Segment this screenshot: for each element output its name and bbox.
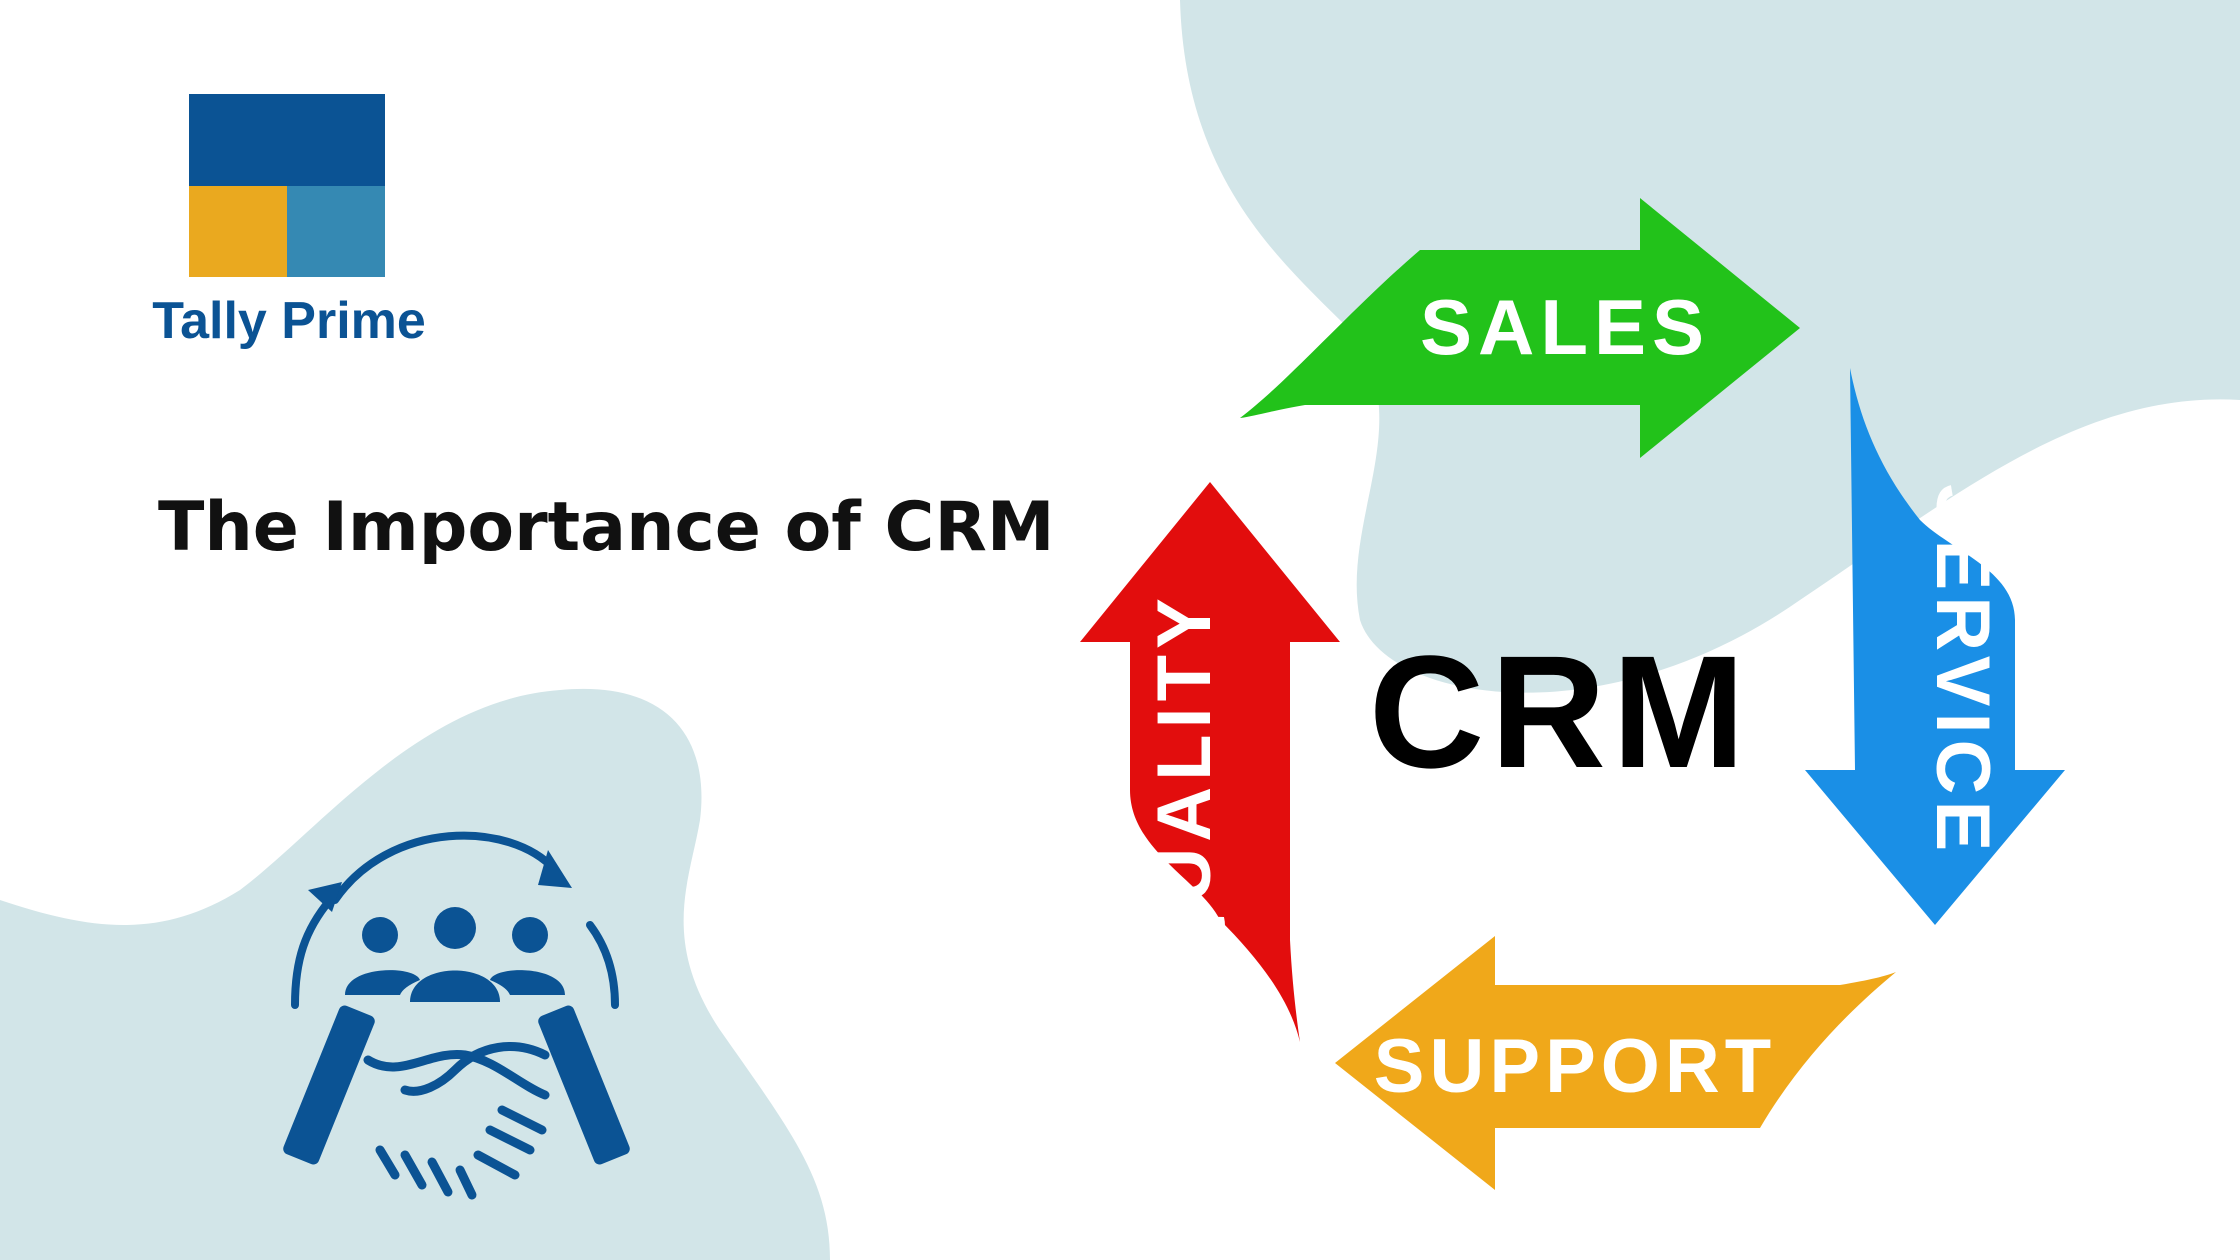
quality-arrow-shape	[1080, 482, 1340, 1042]
quality-label: QUALITY	[1142, 592, 1227, 968]
service-arrow: SERVICE	[1805, 368, 2065, 925]
person-center-body	[410, 970, 500, 1002]
person-left-body	[345, 970, 420, 995]
finger-3	[427, 1157, 453, 1197]
sales-arrow: SALES	[1240, 198, 1800, 458]
finger-right-1	[485, 1125, 535, 1155]
bottom-left-blob	[0, 688, 830, 1260]
person-right-body	[490, 970, 565, 995]
person-left-head	[362, 917, 398, 953]
arrow-head-right	[538, 850, 572, 888]
support-arrow: SUPPORT	[1335, 936, 1896, 1190]
brand-name: Tally Prime	[152, 292, 426, 350]
top-arc	[331, 831, 559, 904]
tally-prime-logo: Tally Prime	[152, 94, 441, 354]
person-center-head	[434, 907, 476, 949]
finger-right-3	[497, 1105, 547, 1135]
crm-center-label: CRM	[1368, 622, 1752, 801]
logo-block-bottom-right	[287, 186, 385, 277]
support-arrow-shape	[1335, 936, 1896, 1190]
service-label: SERVICE	[1920, 483, 2005, 857]
right-arc	[586, 921, 619, 1009]
person-right-head	[512, 917, 548, 953]
left-arc	[291, 896, 334, 1009]
handshake-customers-icon	[283, 831, 630, 1200]
sales-label: SALES	[1420, 283, 1710, 371]
handshake-palm	[400, 1042, 550, 1096]
right-sleeve	[538, 1005, 630, 1165]
crm-cycle-diagram: SALES SERVICE SUPPORT QUALITY	[1060, 180, 2100, 1210]
finger-1	[375, 1145, 400, 1180]
finger-right-2	[473, 1150, 520, 1180]
finger-2	[400, 1150, 427, 1190]
handshake-top	[363, 1049, 550, 1100]
logo-block-bottom-left	[189, 186, 287, 277]
support-label: SUPPORT	[1374, 1024, 1776, 1109]
finger-4	[455, 1165, 477, 1200]
page-title: The Importance of CRM	[158, 488, 1055, 567]
sales-arrow-shape	[1240, 198, 1800, 458]
service-arrow-shape	[1805, 368, 2065, 925]
left-sleeve	[283, 1005, 375, 1165]
logo-block-top	[189, 94, 385, 186]
quality-arrow: QUALITY	[1080, 482, 1340, 1042]
arrow-head-left	[308, 882, 342, 912]
